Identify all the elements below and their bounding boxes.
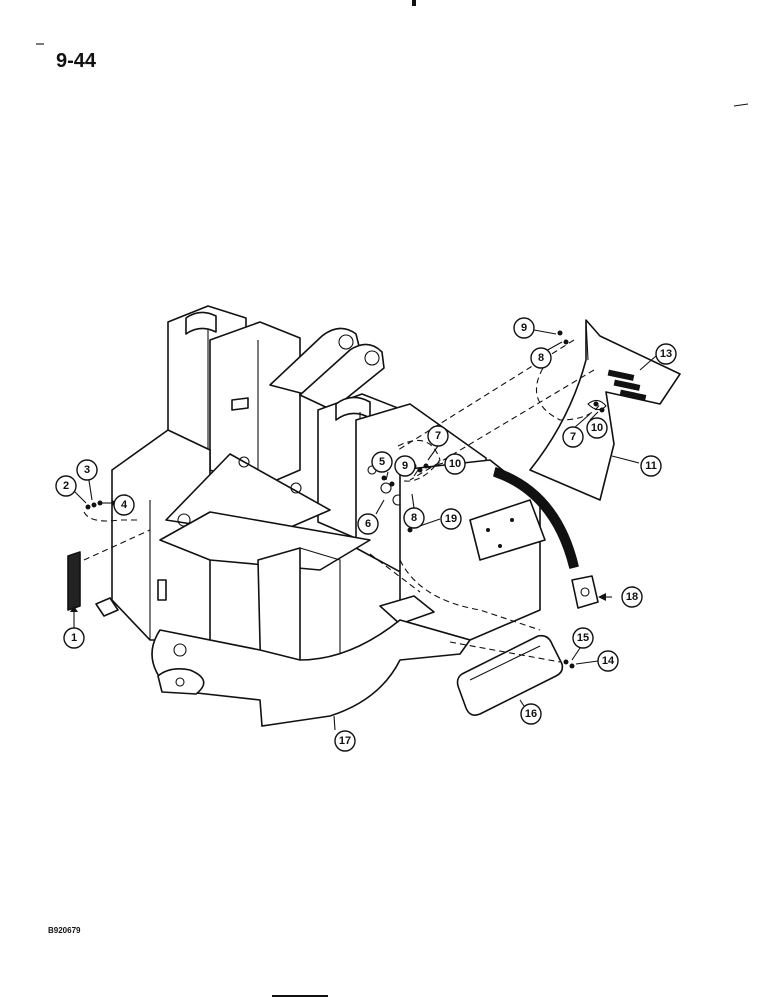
callout-9-panel: 9 xyxy=(513,317,535,339)
grab-handle-part xyxy=(67,551,81,624)
svg-text:5: 5 xyxy=(379,456,385,468)
assembly-lines xyxy=(369,339,601,663)
svg-text:15: 15 xyxy=(577,632,589,644)
callout-7-panel: 7 xyxy=(562,426,584,448)
svg-text:16: 16 xyxy=(525,708,537,720)
callout-6: 6 xyxy=(357,513,379,535)
svg-text:7: 7 xyxy=(570,431,576,443)
svg-text:14: 14 xyxy=(602,655,615,667)
callout-13: 13 xyxy=(655,343,677,365)
cover-plate-part xyxy=(456,634,575,716)
callout-11: 11 xyxy=(640,455,662,477)
callout-15: 15 xyxy=(572,627,594,649)
callout-8-plate: 8 xyxy=(403,507,425,529)
callout-5: 5 xyxy=(371,451,393,473)
front-frame xyxy=(95,305,546,727)
callout-14: 14 xyxy=(597,650,619,672)
callout-10-plate: 10 xyxy=(444,453,466,475)
svg-text:17: 17 xyxy=(339,735,351,747)
bracket-part xyxy=(571,575,612,609)
callout-2: 2 xyxy=(55,475,77,497)
svg-text:3: 3 xyxy=(84,464,90,476)
svg-text:9: 9 xyxy=(402,460,408,472)
callout-9-plate: 9 xyxy=(394,455,416,477)
page-edge-marks xyxy=(36,0,749,997)
svg-text:10: 10 xyxy=(591,422,603,434)
svg-text:8: 8 xyxy=(411,512,417,524)
svg-text:4: 4 xyxy=(121,499,128,511)
svg-text:9: 9 xyxy=(521,322,527,334)
edge-seal-strip xyxy=(493,467,579,569)
side-panel-part xyxy=(529,319,681,501)
svg-text:13: 13 xyxy=(660,348,672,360)
callout-10-panel: 10 xyxy=(586,417,608,439)
callout-8-panel: 8 xyxy=(530,347,552,369)
leader-lines xyxy=(72,329,657,731)
svg-text:10: 10 xyxy=(449,458,461,470)
callout-7-plate: 7 xyxy=(427,425,449,447)
plate-fasteners xyxy=(381,463,429,533)
svg-text:2: 2 xyxy=(63,480,69,492)
svg-text:1: 1 xyxy=(71,632,77,644)
callout-17: 17 xyxy=(334,730,356,752)
svg-text:7: 7 xyxy=(435,430,441,442)
callout-3: 3 xyxy=(76,459,98,481)
callout-16: 16 xyxy=(520,703,542,725)
page-number: 9-44 xyxy=(56,50,97,72)
callout-19: 19 xyxy=(440,508,462,530)
svg-text:19: 19 xyxy=(445,513,457,525)
callout-18: 18 xyxy=(621,586,643,608)
svg-text:8: 8 xyxy=(538,352,544,364)
svg-text:18: 18 xyxy=(626,591,638,603)
svg-text:6: 6 xyxy=(365,518,371,530)
callout-4: 4 xyxy=(113,494,135,516)
callout-1: 1 xyxy=(63,627,85,649)
document-code: B920679 xyxy=(48,926,81,935)
svg-text:11: 11 xyxy=(645,460,657,472)
